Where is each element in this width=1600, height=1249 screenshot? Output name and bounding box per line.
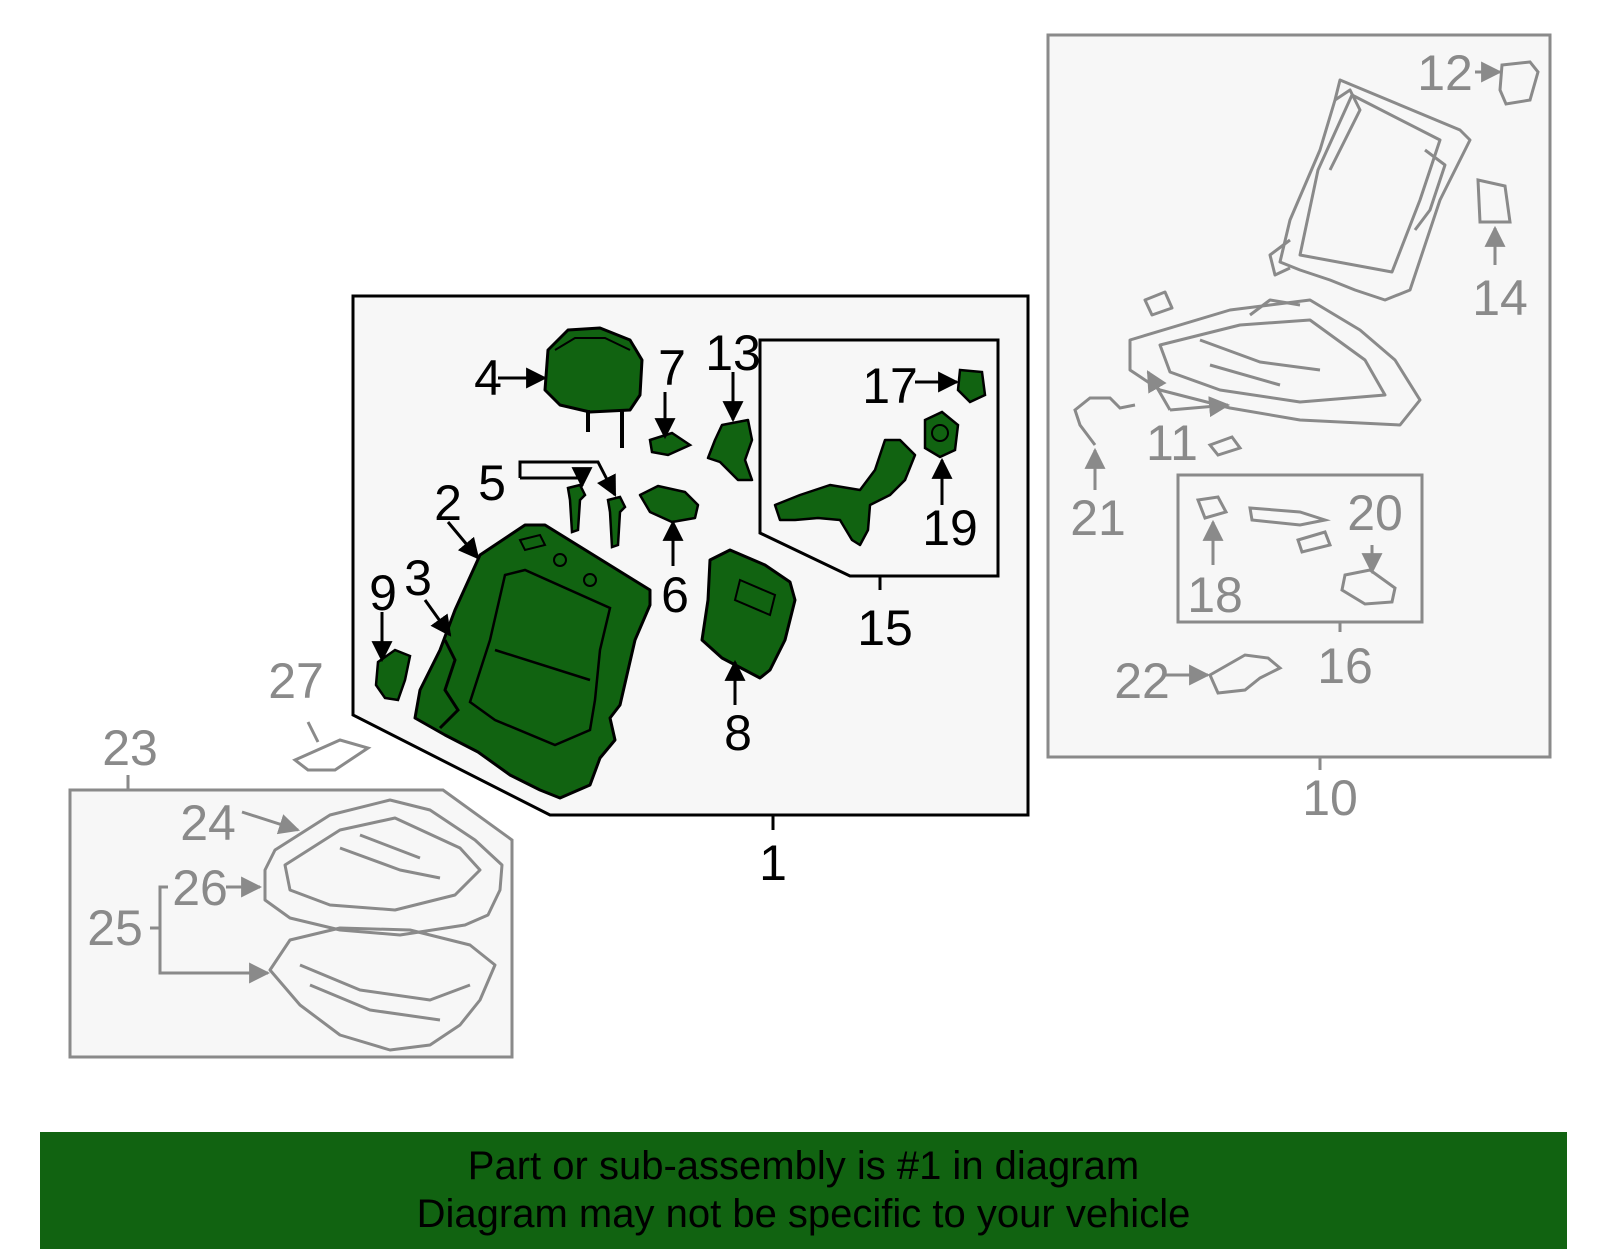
banner-line-disclaimer: Diagram may not be specific to your vehi… (416, 1192, 1191, 1236)
part-12-module[interactable] (1498, 60, 1540, 106)
part-6-latch[interactable] (638, 484, 700, 524)
callout-22: 22 (1114, 653, 1170, 709)
callout-17: 17 (862, 358, 918, 414)
callout-18: 18 (1187, 567, 1243, 623)
part-16-tab[interactable] (1296, 530, 1333, 554)
callout-3: 3 (404, 550, 432, 606)
callout-5: 5 (478, 455, 506, 511)
callout-4: 4 (474, 350, 502, 406)
callout-27: 27 (268, 653, 324, 709)
part-27-pad[interactable] (292, 721, 372, 772)
part-4-headrest[interactable] (543, 326, 644, 448)
callout-21: 21 (1070, 490, 1126, 546)
callout-10: 10 (1302, 770, 1358, 826)
callout-25: 25 (87, 900, 143, 956)
callout-9: 9 (369, 565, 397, 621)
part-21-cable[interactable] (1073, 396, 1136, 446)
callout-6: 6 (661, 567, 689, 623)
part-18-clip[interactable] (1195, 495, 1229, 520)
callout-8: 8 (724, 705, 752, 761)
part-5-guide-right[interactable] (606, 495, 627, 549)
callout-23: 23 (102, 720, 158, 776)
callout-24: 24 (180, 795, 236, 851)
callout-2: 2 (434, 475, 462, 531)
part-22-part[interactable] (1208, 653, 1283, 695)
callout-20: 20 (1347, 485, 1403, 541)
sub-assembly-15-box (758, 338, 1000, 578)
part-24-cushion-cover[interactable] (263, 798, 504, 937)
part-9-hinge[interactable] (374, 648, 412, 702)
callout-16: 16 (1317, 638, 1373, 694)
callout-13: 13 (705, 325, 761, 381)
info-banner: Part or sub-assembly is #1 in diagram Di… (40, 1132, 1567, 1249)
seat-cushion-panel (68, 775, 514, 1059)
callout-1: 1 (759, 835, 787, 891)
frame-assembly-panel (1046, 33, 1552, 770)
part-11-bracket[interactable] (1207, 435, 1243, 457)
callout-12: 12 (1417, 45, 1473, 101)
part-25-cushion-pad[interactable] (268, 926, 497, 1052)
part-14-pad[interactable] (1476, 178, 1512, 224)
part-15-recliner[interactable] (773, 438, 917, 547)
banner-line-part-note: Part or sub-assembly is #1 in diagram (467, 1144, 1140, 1188)
seat-back-assembly-panel (351, 294, 1030, 830)
callout-15: 15 (857, 600, 913, 656)
part-3-pad[interactable] (438, 639, 460, 730)
callout-7: 7 (658, 340, 686, 396)
callout-14: 14 (1472, 270, 1528, 326)
callout-26: 26 (172, 860, 228, 916)
part-19-gear[interactable] (923, 410, 960, 459)
part-13-bracket[interactable] (706, 418, 754, 482)
callout-11: 11 (1146, 415, 1198, 471)
part-16-rail[interactable] (1248, 506, 1331, 527)
callout-19: 19 (922, 500, 978, 556)
sub-assembly-16-box (1176, 473, 1424, 624)
part-8-back-panel[interactable] (700, 548, 797, 680)
